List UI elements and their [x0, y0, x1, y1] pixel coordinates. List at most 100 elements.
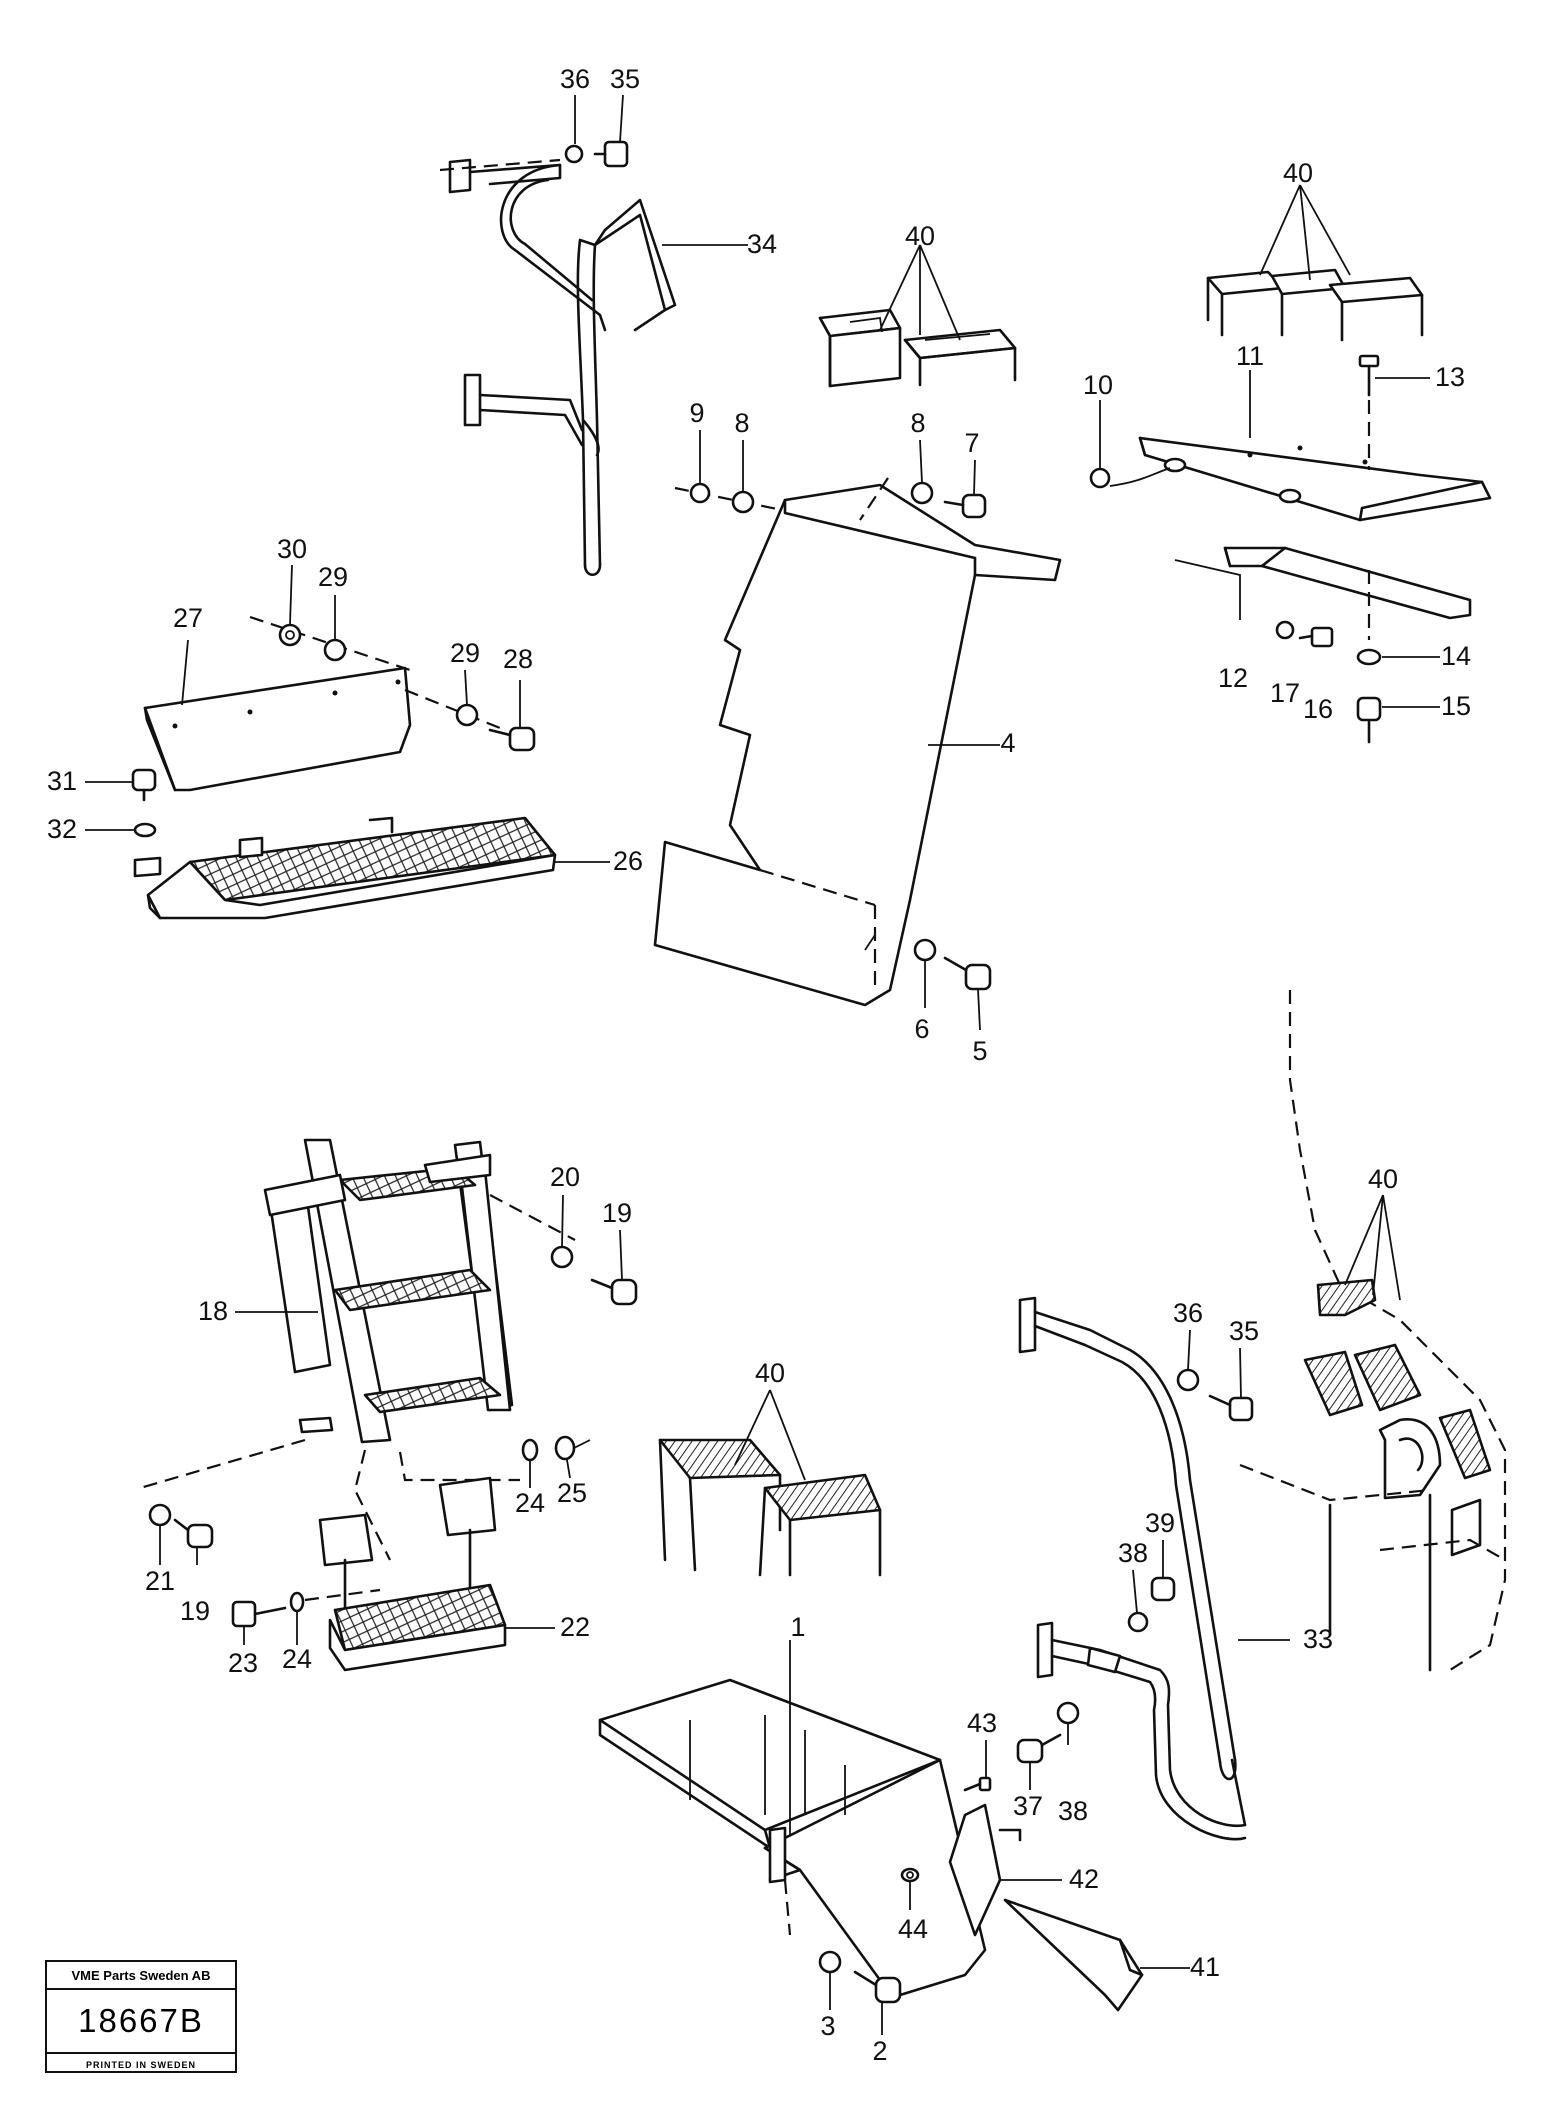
bracket-12 — [1223, 546, 1472, 620]
leader-40c — [1344, 1194, 1401, 1301]
bolt-13 — [1358, 354, 1380, 397]
leader-19a — [619, 1229, 623, 1281]
callout-1: 1 — [790, 1612, 805, 1642]
bolt-28 — [488, 726, 536, 752]
callout-13: 13 — [1435, 362, 1465, 392]
leader-25 — [566, 1459, 571, 1479]
batteries-40a — [818, 308, 1017, 388]
bolt-5 — [943, 956, 992, 991]
callout-5: 5 — [972, 1036, 987, 1066]
washer-36b — [1176, 1368, 1200, 1392]
washer-24b — [289, 1588, 381, 1613]
step-22 — [318, 1476, 507, 1672]
bolt-2 — [853, 1970, 902, 2004]
nut-25 — [554, 1435, 591, 1461]
washer-29b — [455, 703, 479, 727]
callout-40: 40 — [1283, 158, 1313, 188]
washer-38b — [1056, 1701, 1080, 1725]
callout-40: 40 — [755, 1358, 785, 1388]
leader-40d — [734, 1389, 806, 1481]
callout-28: 28 — [503, 644, 533, 674]
leader-12 — [1174, 559, 1241, 620]
washer-32 — [133, 822, 157, 838]
bolt-31 — [131, 768, 157, 802]
callout-24: 24 — [515, 1488, 545, 1518]
callout-42: 42 — [1069, 1864, 1099, 1894]
leader-20 — [561, 1194, 564, 1248]
handrail-34 — [439, 158, 677, 577]
callout-19: 19 — [602, 1198, 632, 1228]
callout-10: 10 — [1083, 370, 1113, 400]
callout-26: 26 — [613, 846, 643, 876]
platform-1 — [598, 1640, 987, 1997]
callout-33: 33 — [1303, 1624, 1333, 1654]
callout-21: 21 — [145, 1566, 175, 1596]
washer-20 — [550, 1245, 574, 1269]
callout-6: 6 — [914, 1014, 929, 1044]
callout-11: 11 — [1236, 341, 1264, 371]
callout-35: 35 — [1229, 1316, 1259, 1346]
leader-7 — [973, 459, 976, 495]
stamp-company: VME Parts Sweden AB — [47, 1962, 235, 1990]
leader-40b — [1259, 184, 1351, 281]
stamp-printed: PRINTED IN SWEDEN — [47, 2052, 235, 2075]
callout-8: 8 — [910, 408, 925, 438]
callout-27: 27 — [173, 603, 203, 633]
callout-40: 40 — [1368, 1164, 1398, 1194]
callout-8: 8 — [734, 408, 749, 438]
callout-22: 22 — [560, 1612, 590, 1642]
callout-35: 35 — [610, 64, 640, 94]
drawing-stamp: VME Parts Sweden AB 18667B PRINTED IN SW… — [45, 1960, 237, 2073]
washer-29a — [323, 638, 347, 662]
washer-14 — [1356, 648, 1382, 666]
leader-40a — [879, 244, 961, 341]
leader-35a — [619, 94, 624, 143]
callout-38: 38 — [1058, 1796, 1088, 1826]
nut-15 — [1356, 696, 1382, 744]
leader-30 — [289, 564, 293, 625]
cover-4 — [653, 477, 1062, 1007]
bracket-42 — [948, 1803, 1022, 1937]
callout-19: 19 — [180, 1596, 210, 1626]
batteries-40d — [658, 1438, 882, 1577]
callout-38: 38 — [1118, 1538, 1148, 1568]
washer-8a — [731, 490, 755, 514]
callout-18: 18 — [198, 1296, 228, 1326]
nut-10 — [1089, 467, 1171, 489]
callout-44: 44 — [898, 1914, 928, 1944]
nut-39 — [1150, 1576, 1176, 1602]
callout-14: 14 — [1441, 641, 1471, 671]
battery-tray-11 — [1138, 436, 1492, 522]
callout-36: 36 — [1173, 1298, 1203, 1328]
callout-32: 32 — [47, 814, 77, 844]
bolt-19a — [590, 1278, 638, 1306]
leader-27 — [181, 639, 189, 706]
mudguard-41 — [1003, 1898, 1144, 2012]
callout-40: 40 — [905, 221, 935, 251]
leader-38a — [1132, 1569, 1138, 1614]
ladder-18 — [263, 1138, 514, 1444]
washer-21 — [148, 1503, 172, 1527]
callout-43: 43 — [967, 1708, 997, 1738]
callout-31: 31 — [47, 766, 77, 796]
leader-36b — [1187, 1329, 1191, 1371]
callout-39: 39 — [1145, 1508, 1175, 1538]
callout-25: 25 — [557, 1478, 587, 1508]
bolt-16 — [1298, 626, 1334, 648]
step-grate-26 — [133, 816, 557, 920]
batteries-40b — [1206, 268, 1424, 342]
bolt-37 — [1016, 1733, 1062, 1764]
leader-5 — [977, 988, 981, 1031]
callout-41: 41 — [1190, 1952, 1220, 1982]
leader-35b — [1239, 1347, 1242, 1399]
bolt-35a — [564, 140, 629, 168]
leader-8b — [919, 439, 923, 484]
nut-44 — [900, 1867, 920, 1883]
bolt-43 — [963, 1776, 992, 1792]
callout-16: 16 — [1303, 694, 1333, 724]
nut-30 — [278, 623, 302, 647]
callout-34: 34 — [747, 229, 777, 259]
washer-38a — [1127, 1611, 1149, 1633]
callout-20: 20 — [550, 1162, 580, 1192]
